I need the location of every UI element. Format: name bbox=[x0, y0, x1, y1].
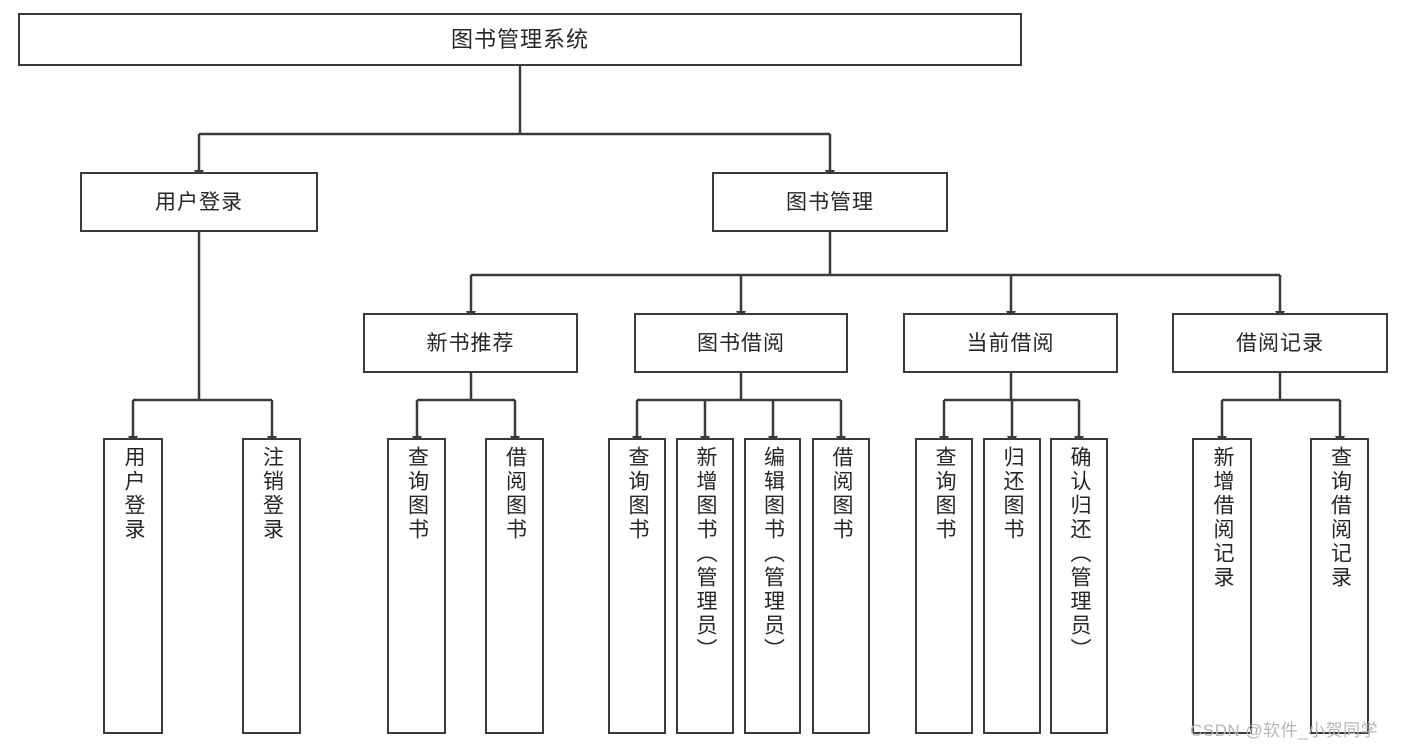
node-label-leaf-query-borrow-record: 查询借阅记录 bbox=[1328, 446, 1352, 590]
node-leaf-query-book-2[interactable]: 查询图书 bbox=[608, 438, 666, 734]
node-label-leaf-user-login: 用户登录 bbox=[122, 446, 146, 542]
node-label-leaf-user-logout: 注销登录 bbox=[260, 446, 284, 542]
node-label-new-book-rec: 新书推荐 bbox=[426, 331, 515, 355]
node-book-manage[interactable]: 图书管理 bbox=[712, 172, 948, 232]
node-leaf-query-book-1[interactable]: 查询图书 bbox=[387, 438, 446, 734]
node-label-user-login: 用户登录 bbox=[155, 190, 243, 214]
node-label-leaf-query-book-1: 查询图书 bbox=[405, 446, 429, 542]
node-label-leaf-return-book: 归还图书 bbox=[1001, 446, 1025, 542]
node-label-leaf-add-borrow-record: 新增借阅记录 bbox=[1211, 446, 1235, 590]
connectors-group bbox=[128, 66, 1345, 445]
node-leaf-add-borrow-record[interactable]: 新增借阅记录 bbox=[1192, 438, 1252, 734]
node-new-book-rec[interactable]: 新书推荐 bbox=[363, 313, 578, 373]
node-label-leaf-borrow-book-2: 借阅图书 bbox=[830, 446, 854, 542]
node-leaf-borrow-book-1[interactable]: 借阅图书 bbox=[485, 438, 544, 734]
node-label-leaf-edit-book-admin: 编辑图书（管理员） bbox=[761, 446, 785, 662]
node-leaf-edit-book-admin[interactable]: 编辑图书（管理员） bbox=[744, 438, 801, 734]
node-root[interactable]: 图书管理系统 bbox=[18, 13, 1022, 66]
node-leaf-confirm-return-admin[interactable]: 确认归还（管理员） bbox=[1050, 438, 1108, 734]
node-label-leaf-add-book-admin: 新增图书（管理员） bbox=[694, 446, 718, 662]
node-leaf-user-login[interactable]: 用户登录 bbox=[103, 438, 163, 734]
node-label-book-borrow: 图书借阅 bbox=[697, 331, 785, 355]
node-leaf-query-borrow-record[interactable]: 查询借阅记录 bbox=[1310, 438, 1369, 734]
node-label-leaf-borrow-book-1: 借阅图书 bbox=[503, 446, 527, 542]
node-label-leaf-query-book-3: 查询图书 bbox=[933, 446, 957, 542]
node-leaf-borrow-book-2[interactable]: 借阅图书 bbox=[812, 438, 870, 734]
node-leaf-query-book-3[interactable]: 查询图书 bbox=[915, 438, 973, 734]
node-label-leaf-confirm-return-admin: 确认归还（管理员） bbox=[1068, 446, 1092, 662]
node-label-root: 图书管理系统 bbox=[450, 26, 589, 52]
node-user-login[interactable]: 用户登录 bbox=[80, 172, 318, 232]
watermark-text: CSDN @软件_小贺同学 bbox=[1190, 721, 1379, 740]
node-label-leaf-query-book-2: 查询图书 bbox=[626, 446, 650, 542]
node-current-borrow[interactable]: 当前借阅 bbox=[903, 313, 1118, 373]
node-borrow-record[interactable]: 借阅记录 bbox=[1172, 313, 1388, 373]
node-leaf-add-book-admin[interactable]: 新增图书（管理员） bbox=[676, 438, 734, 734]
node-label-borrow-record: 借阅记录 bbox=[1236, 331, 1324, 355]
node-label-current-borrow: 当前借阅 bbox=[966, 331, 1055, 355]
node-book-borrow[interactable]: 图书借阅 bbox=[634, 313, 848, 373]
node-leaf-user-logout[interactable]: 注销登录 bbox=[242, 438, 301, 734]
node-leaf-return-book[interactable]: 归还图书 bbox=[983, 438, 1041, 734]
node-label-book-manage: 图书管理 bbox=[786, 190, 874, 214]
